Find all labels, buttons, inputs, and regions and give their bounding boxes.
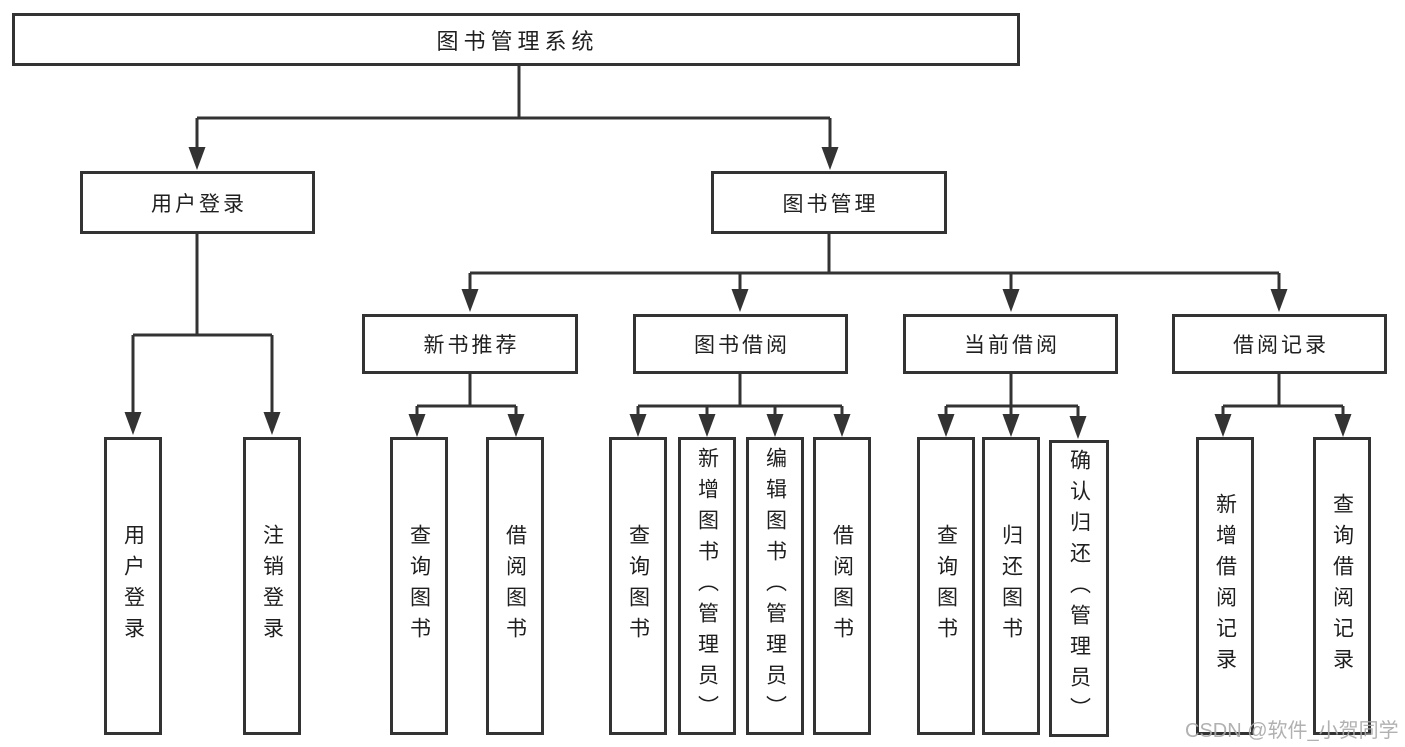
arrow-down-icon <box>1214 414 1232 437</box>
node-leaf-add-books-admin: 新增图书（管理员） <box>678 437 736 735</box>
node-leaf-return-books: 归还图书 <box>982 437 1040 735</box>
node-leaf-query-books-newbook: 查询图书 <box>390 437 448 735</box>
node-book-management: 图书管理 <box>711 171 947 234</box>
node-label: 当前借阅 <box>964 334 1060 357</box>
arrow-down-icon <box>507 414 525 437</box>
node-leaf-borrow-books: 借阅图书 <box>813 437 871 735</box>
node-label: 新增借阅记录 <box>1213 493 1237 679</box>
arrow-down-icon <box>124 412 142 435</box>
arrow-down-icon <box>766 414 784 437</box>
node-label: 确认归还（管理员） <box>1067 449 1091 728</box>
node-leaf-query-books-borrowing: 查询图书 <box>609 437 667 735</box>
node-user-login: 用户登录 <box>80 171 315 234</box>
node-label: 归还图书 <box>999 524 1023 648</box>
node-label: 借阅图书 <box>830 524 854 648</box>
node-label: 查询图书 <box>934 524 958 648</box>
arrow-down-icon <box>833 414 851 437</box>
node-label: 新增图书（管理员） <box>695 446 719 726</box>
arrow-down-icon <box>1069 416 1087 439</box>
node-label: 查询图书 <box>407 524 431 648</box>
arrow-down-icon <box>461 289 479 312</box>
node-leaf-user-login: 用户登录 <box>104 437 162 735</box>
arrow-down-icon <box>698 414 716 437</box>
node-leaf-borrow-books-newbook: 借阅图书 <box>486 437 544 735</box>
node-label: 查询图书 <box>626 524 650 648</box>
node-label: 借阅图书 <box>503 524 527 648</box>
node-current-borrowing: 当前借阅 <box>903 314 1118 374</box>
node-label: 编辑图书（管理员） <box>763 446 787 726</box>
node-borrowing-records: 借阅记录 <box>1172 314 1387 374</box>
node-label: 借阅记录 <box>1233 334 1329 357</box>
node-label: 注销登录 <box>260 524 284 648</box>
node-label: 新书推荐 <box>423 334 520 357</box>
node-book-borrowing: 图书借阅 <box>633 314 848 374</box>
node-label: 用户登录 <box>151 192 247 216</box>
arrow-down-icon <box>1002 289 1020 312</box>
node-leaf-edit-books-admin: 编辑图书（管理员） <box>746 437 804 735</box>
node-label: 用户登录 <box>121 524 145 648</box>
arrow-down-icon <box>1334 414 1352 437</box>
arrow-down-icon <box>1270 289 1288 312</box>
arrow-down-icon <box>821 147 839 170</box>
arrow-down-icon <box>731 289 749 312</box>
node-label: 图书管理 <box>782 192 879 216</box>
node-leaf-add-borrow-record: 新增借阅记录 <box>1196 437 1254 735</box>
node-label: 图书管理系统 <box>436 28 599 54</box>
node-library-management-system: 图书管理系统 <box>12 13 1020 66</box>
node-leaf-query-borrow-record: 查询借阅记录 <box>1313 437 1371 735</box>
node-new-book-recommendation: 新书推荐 <box>362 314 578 374</box>
arrow-down-icon <box>1002 414 1020 437</box>
csdn-watermark: CSDN @软件_小贺同学 <box>1185 720 1399 742</box>
arrow-down-icon <box>408 414 426 437</box>
node-leaf-query-books-current: 查询图书 <box>917 437 975 735</box>
arrow-down-icon <box>188 147 206 170</box>
node-label: 图书借阅 <box>694 334 790 357</box>
node-label: 查询借阅记录 <box>1330 493 1354 679</box>
arrow-down-icon <box>263 412 281 435</box>
node-leaf-logout: 注销登录 <box>243 437 301 735</box>
arrow-down-icon <box>937 414 955 437</box>
node-leaf-confirm-return-admin: 确认归还（管理员） <box>1049 440 1109 737</box>
arrow-down-icon <box>629 414 647 437</box>
